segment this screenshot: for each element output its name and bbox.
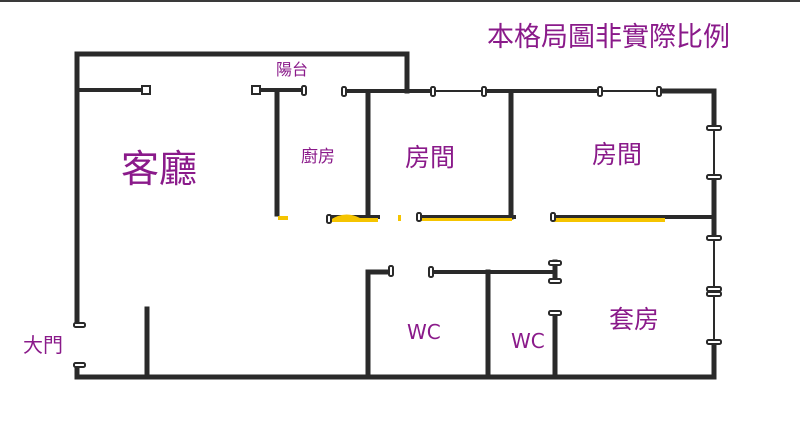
room-label-balcony: 陽台 [276, 60, 309, 79]
room-label-master-suite: 套房 [609, 305, 660, 334]
room-label-bedroom1: 房間 [405, 143, 456, 172]
disclaimer-note: 本格局圖非實際比例 [487, 22, 730, 53]
door-marker [73, 362, 86, 368]
balcony-outer-wall [74, 51, 410, 95]
highlight-mark [398, 215, 401, 221]
room-label-bedroom2: 房間 [592, 140, 643, 169]
top-border-line [0, 0, 800, 2]
door-marker [73, 322, 86, 328]
window-marker [597, 86, 603, 97]
door-marker [548, 278, 562, 284]
room-label-wc2: WC [511, 329, 545, 353]
window-marker [656, 86, 662, 97]
highlight-mark [330, 214, 378, 222]
door-marker [550, 212, 556, 222]
highlight-mark [278, 216, 288, 220]
window-marker [341, 86, 347, 97]
door-marker [428, 266, 434, 278]
door-marker [548, 310, 562, 316]
wc1-left-wall [365, 269, 394, 380]
door-marker [251, 85, 261, 95]
window-marker [706, 291, 722, 297]
window-marker [481, 86, 487, 97]
window-marker [706, 125, 722, 131]
window-marker [706, 339, 722, 345]
door-marker [388, 265, 394, 277]
room-label-main-door: 大門 [23, 333, 63, 357]
door-marker [548, 260, 562, 266]
door-marker [326, 214, 332, 224]
highlight-mark [552, 218, 665, 222]
room-label-living: 客廳 [121, 147, 198, 191]
window-marker [706, 174, 722, 180]
window-marker [706, 286, 722, 292]
highlight-marks [278, 214, 665, 222]
door-marker [141, 85, 151, 95]
room-label-kitchen: 廚房 [301, 147, 335, 167]
window-marker [706, 235, 722, 241]
window-marker [430, 86, 436, 97]
room-label-wc1: WC [407, 320, 441, 344]
door-marker [416, 212, 422, 222]
window-marker [301, 85, 307, 96]
highlight-mark [420, 218, 512, 221]
